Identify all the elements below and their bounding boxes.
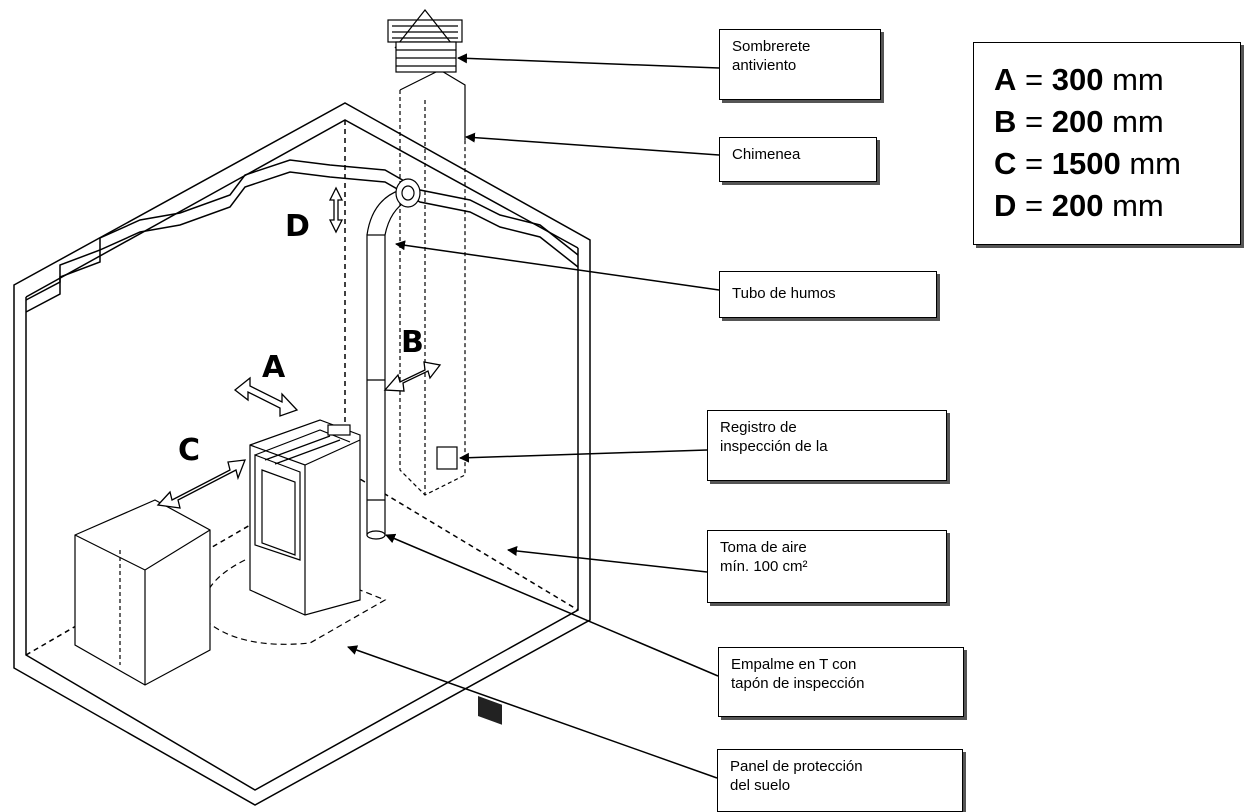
callout-text: Registro de [720, 419, 797, 436]
chimney [387, 9, 466, 496]
cabinet [74, 499, 211, 686]
legend-eq: = [1025, 146, 1044, 181]
legend-value: 200 [1051, 188, 1104, 223]
callout-text: Toma de aire [720, 539, 807, 556]
legend-value: 200 [1051, 104, 1104, 139]
callout-text: del suelo [730, 777, 791, 794]
callout-text: Chimenea [732, 146, 801, 163]
callout-toma-de-aire: Toma de aire mín. 100 cm² [707, 530, 947, 603]
legend-unit: mm [1112, 62, 1164, 97]
callout-text: inspección de la [720, 438, 828, 455]
callout-registro: Registro de inspección de la [707, 410, 947, 481]
legend-letter: C [994, 146, 1017, 181]
dimension-label-a: A [262, 350, 286, 385]
callout-text: Empalme en T con [731, 656, 857, 673]
legend-unit: mm [1112, 104, 1164, 139]
legend-unit: mm [1129, 146, 1181, 181]
callout-panel: Panel de protección del suelo [717, 749, 963, 812]
legend-row-c: C = 1500 mm [994, 143, 1240, 185]
legend-row-b: B = 200 mm [994, 101, 1240, 143]
legend-eq: = [1025, 104, 1044, 139]
legend-row-a: A = 300 mm [994, 59, 1240, 101]
dimension-label-c: C [178, 433, 200, 468]
callout-text: antiviento [732, 57, 797, 74]
callout-text: Sombrerete [732, 38, 811, 55]
callout-tubo-de-humos: Tubo de humos [719, 271, 937, 318]
leader-lines [347, 53, 720, 779]
callout-text: tapón de inspección [731, 675, 865, 692]
callout-sombrerete: Sombrerete antiviento [719, 29, 881, 100]
dimension-label-b: B [401, 325, 424, 360]
callout-chimenea: Chimenea [719, 137, 877, 182]
dimensions-legend: A = 300 mm B = 200 mm C = 1500 mm D = 20… [973, 42, 1241, 245]
legend-eq: = [1025, 62, 1044, 97]
callout-empalme: Empalme en T con tapón de inspección [718, 647, 964, 717]
legend-letter: A [994, 62, 1017, 97]
legend-value: 1500 [1051, 146, 1121, 181]
legend-letter: B [994, 104, 1017, 139]
callout-text: Panel de protección [730, 758, 863, 775]
clearance-arrows [156, 186, 442, 509]
callout-text: mín. 100 cm² [720, 558, 808, 575]
legend-value: 300 [1051, 62, 1104, 97]
callout-text: Tubo de humos [732, 285, 836, 302]
pellet-stove [249, 419, 361, 616]
air-intake-grille [478, 695, 502, 725]
legend-row-d: D = 200 mm [994, 185, 1240, 227]
flue-pipe [366, 178, 421, 540]
legend-eq: = [1025, 188, 1044, 223]
dimension-label-d: D [285, 209, 310, 244]
legend-unit: mm [1112, 188, 1164, 223]
legend-letter: D [994, 188, 1017, 223]
